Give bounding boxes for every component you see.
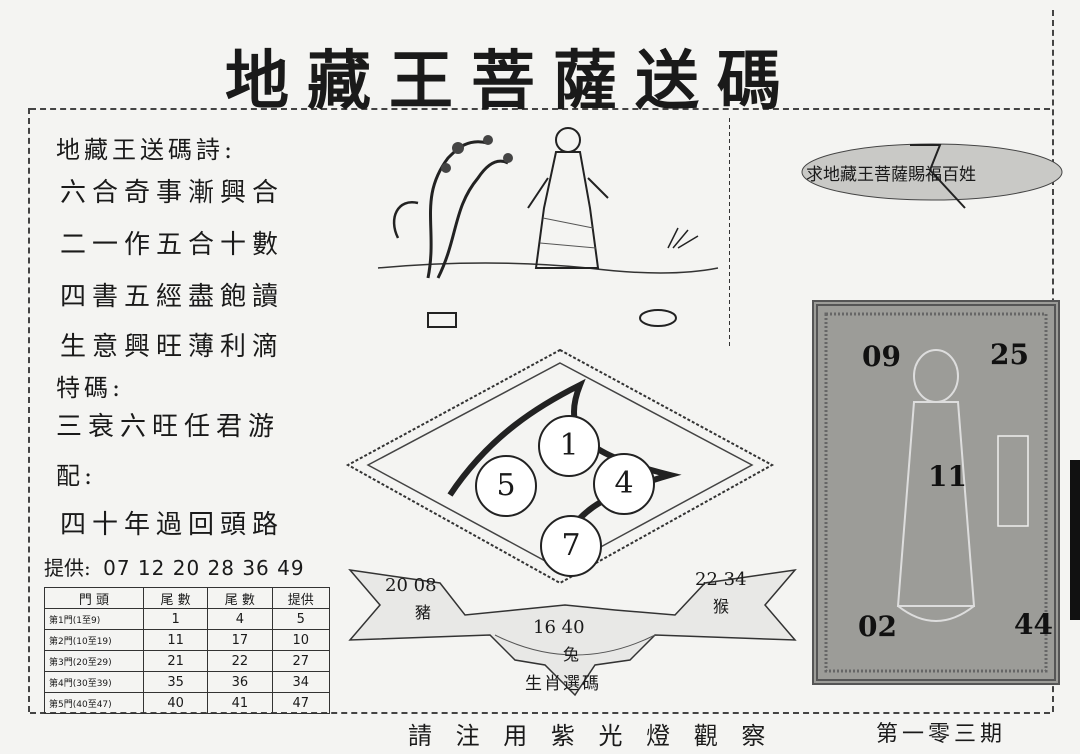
bodhisattva-illustration bbox=[377, 118, 731, 348]
table-header-row: 門 頭 尾 數 尾 數 提供 bbox=[44, 587, 330, 609]
panel-number-center: 11 bbox=[928, 460, 967, 493]
poem-line-3: 四書五經盡飽讀 bbox=[60, 282, 285, 312]
table-cell: 第5門(40至47) bbox=[44, 692, 144, 714]
panel-number-bottom-left: 02 bbox=[858, 610, 897, 643]
number-circle: 7 bbox=[540, 515, 602, 577]
poem-line-1: 六合奇事漸興合 bbox=[60, 178, 285, 208]
banner-shape bbox=[348, 568, 797, 697]
poem-heading: 地藏王送碼詩: bbox=[56, 136, 237, 164]
panel-number-bottom-right: 44 bbox=[1014, 608, 1053, 641]
special-line: 三衰六旺任君游 bbox=[56, 412, 281, 442]
blessing-text: 求地藏王菩薩賜福百姓 bbox=[806, 165, 976, 185]
table-cell: 27 bbox=[271, 650, 330, 672]
table-cell: 1 bbox=[142, 608, 209, 630]
table-cell: 11 bbox=[142, 629, 209, 651]
table-cell: 第4門(30至39) bbox=[44, 671, 144, 693]
page-title: 地藏王菩薩送碼 bbox=[225, 44, 799, 119]
banner-caption: 生肖選碼 bbox=[525, 674, 601, 694]
table-cell: 21 bbox=[142, 650, 209, 672]
illustration-panel bbox=[368, 118, 731, 348]
table-cell: 第1門(1至9) bbox=[44, 608, 144, 630]
table-cell: 10 bbox=[271, 629, 330, 651]
banner-center-numbers: 16 40 bbox=[533, 617, 585, 638]
table-header: 尾 數 bbox=[142, 587, 209, 609]
table-header: 尾 數 bbox=[207, 587, 273, 609]
banner-left-word: 豬 bbox=[415, 603, 432, 622]
table-cell: 36 bbox=[207, 671, 273, 693]
banner-right-numbers: 22 34 bbox=[695, 569, 747, 590]
table-cell: 5 bbox=[271, 608, 330, 630]
provide-label: 提供: bbox=[44, 556, 91, 580]
frame-top-line bbox=[30, 108, 1050, 110]
frame-left-line bbox=[28, 108, 30, 712]
table-cell: 35 bbox=[142, 671, 209, 693]
poem-line-2: 二一作五合十數 bbox=[60, 230, 285, 260]
table-row: 第4門(30至39) 35 36 34 bbox=[44, 671, 330, 693]
number-circle: 1 bbox=[538, 415, 600, 477]
bodhisattva-silhouette bbox=[824, 312, 1048, 673]
table-cell: 4 bbox=[207, 608, 273, 630]
number-table: 門 頭 尾 數 尾 數 提供 第1門(1至9) 1 4 5 第2門(10至19)… bbox=[44, 587, 330, 714]
issue-number: 第一零三期 bbox=[876, 722, 1007, 747]
table-header: 門 頭 bbox=[44, 587, 144, 609]
number-circle: 5 bbox=[475, 455, 537, 517]
table-row: 第2門(10至19) 11 17 10 bbox=[44, 629, 330, 651]
pair-label: 配: bbox=[56, 462, 97, 490]
table-cell: 17 bbox=[207, 629, 273, 651]
edge-mark bbox=[1070, 460, 1080, 620]
table-header: 提供 bbox=[271, 587, 330, 609]
lucky-number-panel: 09 25 11 02 44 bbox=[812, 300, 1060, 685]
diamond-panel: 1 5 4 7 bbox=[340, 345, 780, 585]
table-cell: 34 bbox=[271, 671, 330, 693]
provide-row: 提供: 07 12 20 28 36 49 bbox=[44, 552, 305, 581]
panel-number-top-right: 25 bbox=[990, 338, 1029, 371]
panel-number-top-left: 09 bbox=[862, 340, 901, 373]
blessing-banner-shape bbox=[801, 143, 1063, 209]
table-cell: 41 bbox=[207, 692, 273, 714]
table-cell: 第2門(10至19) bbox=[44, 629, 144, 651]
table-cell: 40 bbox=[142, 692, 209, 714]
footer-note: 請 注 用 紫 光 燈 觀 察 bbox=[408, 722, 774, 750]
banner-center-word: 兔 bbox=[563, 645, 580, 664]
banner-left-numbers: 20 08 bbox=[385, 575, 437, 596]
table-row: 第1門(1至9) 1 4 5 bbox=[44, 608, 330, 630]
pair-line: 四十年過回頭路 bbox=[60, 510, 285, 540]
table-row: 第3門(20至29) 21 22 27 bbox=[44, 650, 330, 672]
table-cell: 22 bbox=[207, 650, 273, 672]
poem-line-4: 生意興旺薄利滴 bbox=[60, 332, 285, 362]
table-cell: 47 bbox=[271, 692, 330, 714]
table-row: 第5門(40至47) 40 41 47 bbox=[44, 692, 330, 714]
blessing-banner: 求地藏王菩薩賜福百姓 bbox=[800, 140, 1065, 210]
zodiac-banner: 20 08 豬 22 34 猴 16 40 兔 生肖選碼 bbox=[345, 565, 800, 700]
table-cell: 第3門(20至29) bbox=[44, 650, 144, 672]
special-label: 特碼: bbox=[56, 374, 125, 402]
number-circle: 4 bbox=[593, 453, 655, 515]
frame-bottom-line bbox=[30, 712, 1050, 714]
banner-right-word: 猴 bbox=[713, 597, 730, 616]
provide-numbers: 07 12 20 28 36 49 bbox=[103, 556, 305, 580]
